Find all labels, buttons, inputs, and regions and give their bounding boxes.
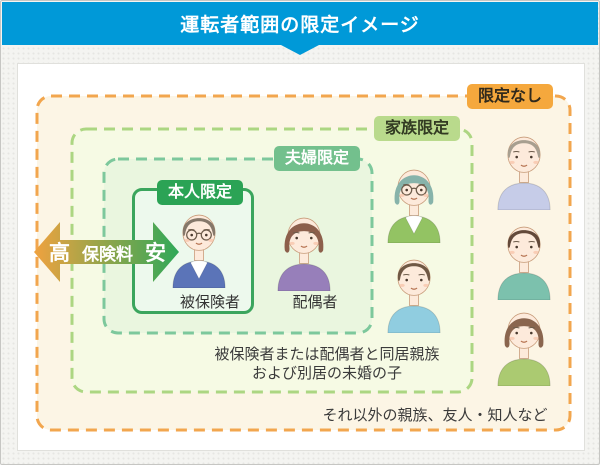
person-senior-man-illustration [485,124,563,210]
label-self-limit: 本人限定 [157,180,244,205]
arrow-label-high: 高 [49,242,70,265]
person-adult-man-illustration [485,214,563,300]
label-spouse: 配偶者 [292,294,338,311]
caption-family-line2: および別居の未婚の子 [251,365,402,382]
person-young-man-illustration [375,247,453,333]
label-no-limit: 限定なし [467,84,554,109]
person-adult-woman-illustration [485,300,563,386]
premium-arrow: 高 保険料 安 [34,216,179,288]
person-spouse-woman-illustration [265,205,343,291]
caption-family-line1: 被保険者または配偶者と同居親族 [214,346,440,363]
label-family-limit: 家族限定 [374,116,461,141]
caption-family-limit: 被保険者または配偶者と同居親族 および別居の未婚の子 [187,345,467,383]
header-bar: 運転者範囲の限定イメージ [2,2,598,45]
double-arrow-icon [34,222,179,282]
down-pointer-triangle-icon [281,45,319,55]
label-insured-person: 被保険者 [179,294,240,311]
label-couple-limit: 夫婦限定 [274,146,361,171]
arrow-label-premium: 保険料 [82,244,133,264]
caption-no-limit: それ以外の親族、友人・知人など [322,407,548,424]
person-senior-woman-illustration [375,157,453,243]
person-insured-man-illustration [160,202,238,288]
diagram-card: 限定なし 家族限定 夫婦限定 本人限定 高 保険料 安 [17,63,585,451]
page-title: 運転者範囲の限定イメージ [180,15,420,36]
arrow-label-cheap: 安 [145,242,166,265]
